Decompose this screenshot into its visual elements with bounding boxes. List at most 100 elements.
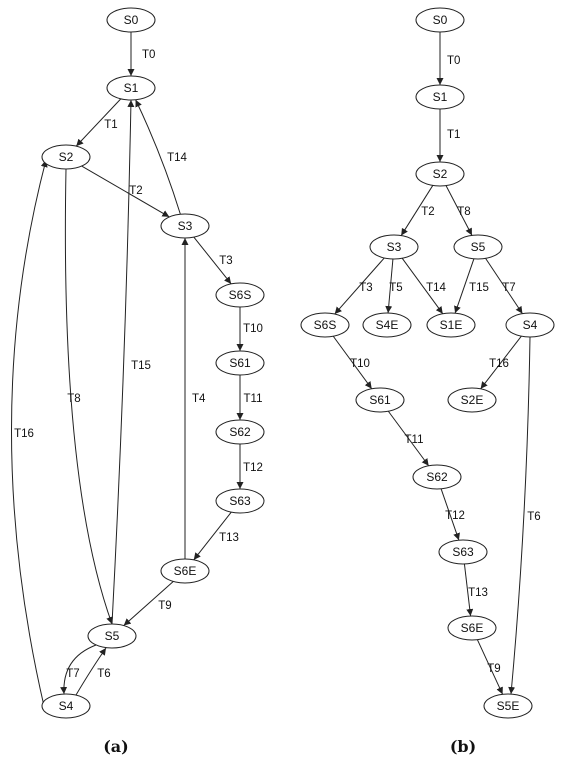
panel-b-edge-label: T11: [405, 434, 424, 446]
panel-a-edge-s2-to-s5: [64, 168, 113, 625]
panel-b-state-label: S1: [433, 90, 448, 104]
panel-b-edge-s62-to-s63: [440, 488, 460, 541]
panel-a-edge-label: T15: [131, 360, 151, 372]
panel-b-state-label: S4: [523, 318, 538, 332]
panel-b-state-node-s61: S61: [355, 387, 405, 413]
panel-b-state-node-s4e: S4E: [362, 312, 412, 338]
panel-a-edge-s5-to-s1: [111, 99, 135, 625]
panel-b-state-label: S4E: [376, 318, 399, 332]
panel-a-edge-label: T7: [66, 668, 79, 680]
panel-b-edge-s6s-to-s61: [332, 335, 373, 390]
panel-b-edge-label: T15: [469, 282, 489, 294]
panel-a-edge-s3-to-s6s: [193, 236, 232, 285]
panel-a-edge-s63-to-s6e: [193, 511, 232, 561]
panel-a-state-node-s62: S62: [215, 419, 265, 445]
panel-b-edge-s5-to-s4: [485, 258, 523, 314]
panel-a-edge-s4-to-s5: [75, 647, 107, 696]
panel-b-edge-s5-to-s1e: [454, 258, 475, 314]
panel-a-state-node-s61: S61: [215, 350, 265, 376]
panel-a-edge-s4-to-s2: [11, 159, 48, 707]
panel-a-state-node-s3: S3: [160, 213, 210, 239]
panel-a-edge-label: T12: [243, 462, 263, 474]
panel-a-edge-label: T4: [192, 393, 206, 405]
panel-b-state-label: S6E: [461, 621, 484, 635]
panel-b-edge-label: T13: [468, 587, 488, 599]
panel-b-state-node-s5e: S5E: [483, 693, 533, 719]
panel-a-state-label: S4: [59, 699, 74, 713]
panel-a-state-node-s63: S63: [215, 488, 265, 514]
panel-b-state-node-s2: S2: [415, 161, 465, 187]
panel-b-edge-s4-to-s2e: [480, 335, 522, 390]
panel-a-state-node-s6e: S6E: [160, 558, 210, 584]
panel-a-edge-label: T0: [142, 49, 155, 61]
panel-b-state-node-s2e: S2E: [447, 387, 497, 413]
panel-a-edge-s1-to-s2: [75, 98, 122, 147]
panel-a-state-node-s6s: S6S: [215, 282, 265, 308]
panel-b-edge-label: T0: [447, 55, 460, 67]
panel-b-state-label: S2E: [461, 393, 484, 407]
panel-b-state-label: S5E: [497, 699, 520, 713]
panel-b-edge-label: T6: [527, 511, 540, 523]
panel-a-edge-label: T1: [104, 119, 117, 131]
panel-b-edge-label: T14: [426, 282, 446, 294]
panel-a-state-label: S63: [229, 494, 251, 508]
panel-b-edge-label: T16: [489, 358, 509, 370]
panel-b-state-node-s5: S5: [453, 234, 503, 260]
panel-b-state-node-s1: S1: [415, 84, 465, 110]
panel-b-state-label: S3: [387, 240, 402, 254]
panel-a-edge-s5-to-s4: [60, 644, 97, 695]
panel-b-state-node-s62: S62: [412, 464, 462, 490]
panel-b-state-node-s63: S63: [438, 539, 488, 565]
panel-a-state-label: S6S: [229, 288, 252, 302]
panel-b-caption: (b): [450, 737, 476, 756]
panel-a-edge-label: T8: [67, 393, 80, 405]
panel-b-state-label: S62: [426, 470, 448, 484]
panel-b-state-node-s0: S0: [415, 7, 465, 33]
panel-b-state-node-s6s: S6S: [300, 312, 350, 338]
panel-b-edge-s63-to-s6e: [463, 563, 474, 617]
panel-a-edge-label: T14: [167, 152, 187, 164]
panel-a-state-label: S3: [178, 219, 193, 233]
panel-b-edge-s61-to-s62: [387, 410, 430, 467]
panel-a-edge-label: T16: [14, 428, 34, 440]
panel-a-state-label: S61: [229, 356, 251, 370]
panel-a-state-node-s4: S4: [41, 693, 91, 719]
panel-a-state-node-s5: S5: [87, 623, 137, 649]
panel-a-state-label: S62: [229, 425, 251, 439]
panel-b-edge-label: T7: [502, 282, 515, 294]
panel-a-edge-s6e-to-s5: [123, 581, 174, 626]
panel-a-caption: (a): [103, 737, 129, 756]
panel-b-edge-label: T2: [421, 206, 434, 218]
panel-b-state-label: S63: [452, 545, 474, 559]
panel-b-edge-label: T8: [457, 206, 470, 218]
panel-a-edge-s3-to-s1: [135, 99, 181, 215]
panel-b-edge-label: T5: [389, 282, 402, 294]
panel-a-edge-label: T13: [219, 532, 239, 544]
panel-a-state-label: S5: [105, 629, 120, 643]
panel-b-edge-label: T10: [350, 358, 370, 370]
panel-b-edge-s2-to-s3: [400, 185, 434, 236]
panel-a-edge-label: T3: [219, 255, 232, 267]
panel-a-state-node-s0: S0: [106, 7, 156, 33]
panel-a-edge-label: T9: [158, 600, 171, 612]
panel-b-edge-label: T12: [445, 510, 465, 522]
panel-a-edge-label: T2: [129, 185, 142, 197]
panel-b-edge-s6e-to-s5e: [476, 639, 504, 695]
panel-a-state-label: S6E: [174, 564, 197, 578]
panel-b-edge-s3-to-s6s: [334, 257, 385, 315]
panel-b-edge-s2-to-s5: [445, 185, 473, 236]
panel-a-edge-label: T11: [244, 393, 263, 405]
panel-b-edge-label: T9: [487, 663, 500, 675]
panel-b-edge-label: T3: [359, 282, 372, 294]
panel-a-edge-label: T10: [243, 323, 263, 335]
panel-a-state-label: S0: [124, 13, 139, 27]
panel-b-state-node-s4: S4: [505, 312, 555, 338]
panel-b-state-label: S61: [369, 393, 391, 407]
panel-b-state-label: S0: [433, 13, 448, 27]
panel-a-edge-label: T6: [97, 668, 110, 680]
panel-b-edge-s4-to-s5e: [508, 336, 531, 695]
panel-b-state-node-s6e: S6E: [447, 615, 497, 641]
